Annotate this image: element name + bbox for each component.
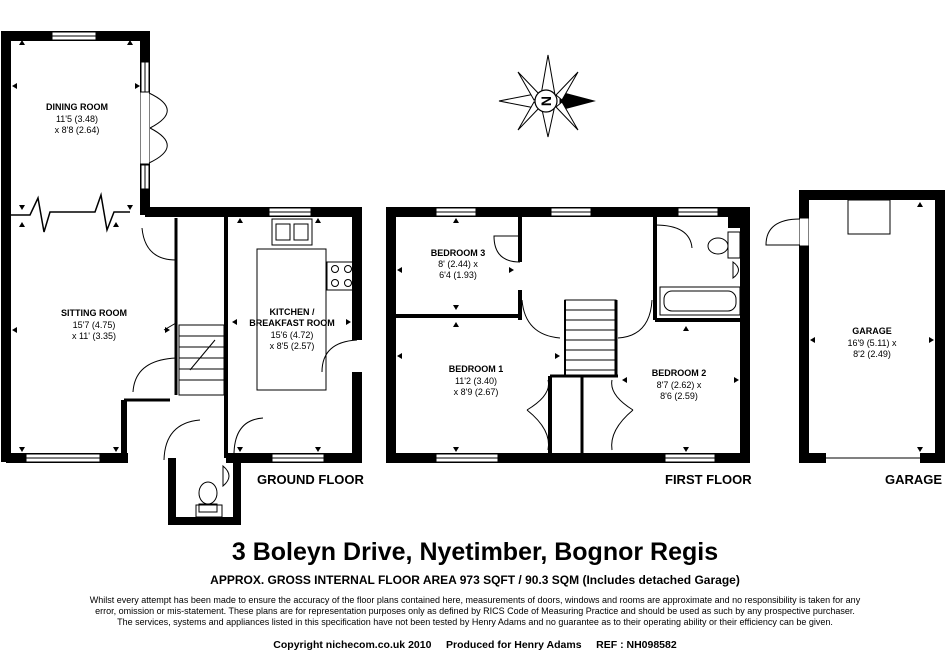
- dining-room-walls: [1, 31, 220, 462]
- garage-name: GARAGE: [852, 326, 892, 336]
- first-floor-plan: [386, 207, 750, 463]
- bedroom1-dim2: x 8'9 (2.67): [454, 387, 499, 397]
- kitchen-back-door: [321, 339, 358, 373]
- bedroom2-dim2: 8'6 (2.59): [660, 391, 698, 401]
- kitchen-dim1: 15'6 (4.72): [271, 330, 314, 340]
- kitchen-units: [256, 218, 357, 391]
- wc-room: [168, 458, 241, 525]
- compass-rose: [498, 54, 596, 138]
- garage-skylight: [847, 199, 891, 235]
- disclaimer: Whilst every attempt has been made to en…: [0, 595, 950, 628]
- first-floor-windows: [435, 207, 719, 463]
- bedroom2-dim1: 8'7 (2.62) x: [657, 380, 702, 390]
- garage-plan: [765, 190, 945, 463]
- garage-dim1: 16'9 (5.11) x: [847, 338, 897, 348]
- ground-floor-label: GROUND FLOOR: [257, 472, 364, 487]
- french-doors: [140, 92, 168, 164]
- bedroom1-name: BEDROOM 1: [449, 364, 504, 374]
- dining-room-dim2: x 8'8 (2.64): [55, 125, 100, 135]
- copyright-line: Copyright nichecom.co.uk 2010 Produced f…: [273, 639, 677, 651]
- ground-floor-plan: [1, 31, 362, 525]
- first-stairs: [564, 299, 617, 371]
- bedroom1-dim1: 11'2 (3.40): [455, 376, 497, 386]
- disclaimer-line: Whilst every attempt has been made to en…: [89, 595, 861, 605]
- bedroom3-dim2: 6'4 (1.93): [439, 270, 477, 280]
- disclaimer-line: The services, systems and appliances lis…: [117, 617, 833, 627]
- sitting-room-dim2: x 11' (3.35): [72, 331, 116, 341]
- ground-dimension-ticks: [12, 40, 351, 452]
- kitchen-name2: BREAKFAST ROOM: [249, 318, 335, 328]
- bedroom3-name: BEDROOM 3: [431, 248, 486, 258]
- kitchen-name1: KITCHEN /: [270, 307, 315, 317]
- bedroom2-name: BEDROOM 2: [652, 368, 707, 378]
- first-floor-label: FIRST FLOOR: [665, 472, 752, 487]
- dining-room-name: DINING ROOM: [46, 102, 108, 112]
- sitting-room-dim1: 15'7 (4.75): [73, 320, 116, 330]
- break-lines: [10, 192, 130, 233]
- first-floor-doors: [493, 224, 693, 451]
- garage-dimension-ticks: [810, 202, 934, 452]
- bathroom-fittings: [659, 231, 741, 316]
- bedroom3-dim1: 8' (2.44) x: [438, 259, 478, 269]
- dining-windows: [51, 31, 150, 190]
- property-address: 3 Boleyn Drive, Nyetimber, Bognor Regis: [231, 538, 719, 566]
- compass-north-letter: N: [538, 96, 554, 106]
- ground-stairs: [178, 324, 225, 396]
- room-labels: DINING ROOM 11'5 (3.48) x 8'8 (2.64) SIT…: [46, 102, 897, 401]
- disclaimer-line: error, omission or mis-statement. These …: [95, 606, 855, 616]
- garage-dim2: 8'2 (2.49): [853, 349, 891, 359]
- first-dimension-ticks: [397, 218, 739, 452]
- garage-floor-label: GARAGE: [885, 472, 942, 487]
- sitting-room-name: SITTING ROOM: [61, 308, 127, 318]
- garage-side-door: [765, 218, 801, 246]
- first-floor-outer-walls: [386, 207, 750, 463]
- floor-area-summary: APPROX. GROSS INTERNAL FLOOR AREA 973 SQ…: [210, 573, 740, 587]
- dining-room-dim1: 11'5 (3.48): [56, 114, 98, 124]
- ground-internal-doors: [132, 227, 264, 461]
- kitchen-dim2: x 8'5 (2.57): [270, 341, 315, 351]
